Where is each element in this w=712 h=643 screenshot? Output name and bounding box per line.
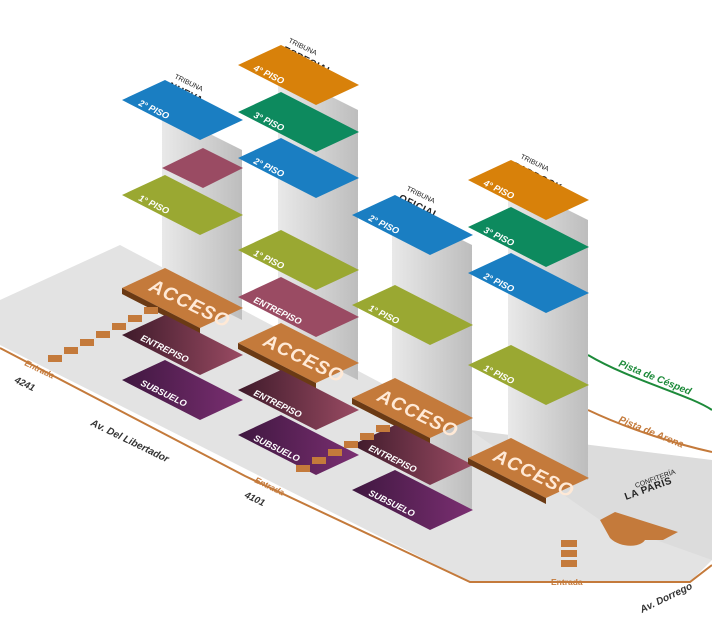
nueva-mid-slab: [162, 148, 243, 188]
street-line-libertador: [0, 347, 712, 583]
oficial-piso1[interactable]: [352, 285, 473, 345]
confiteria-la-paris: [600, 512, 678, 546]
especial-subsuelo[interactable]: [238, 415, 359, 475]
especial-entrepiso-top[interactable]: [238, 277, 359, 337]
especial-piso1[interactable]: [238, 230, 359, 290]
av-dorrego-label: Av. Dorrego: [638, 581, 695, 616]
especial-acceso[interactable]: [238, 323, 359, 383]
nueva-acceso-edge: [122, 288, 200, 334]
paddock-piso4[interactable]: [468, 160, 589, 220]
oficial-subsuelo[interactable]: [352, 470, 473, 530]
paddock-piso3[interactable]: [468, 207, 589, 267]
pista-arena-label: Pista de Arena: [617, 415, 686, 451]
nueva-entrepiso[interactable]: [122, 315, 243, 375]
entrada-mid-number: 4101: [242, 489, 267, 509]
especial-piso3[interactable]: [238, 92, 359, 152]
oficial-entrepiso[interactable]: [352, 425, 473, 485]
tribuna-paddock: TRIBUNA PADDOCK 4° PISO 3° PISO 2° PISO …: [468, 154, 589, 504]
entrada-bottom-label: Entrada: [551, 577, 583, 587]
paddock-acceso[interactable]: [468, 438, 589, 498]
oficial-piso2[interactable]: [352, 195, 473, 255]
oficial-acceso-edge: [352, 398, 430, 444]
pista-cesped-line: [587, 354, 712, 411]
paddock-piso2[interactable]: [468, 253, 589, 313]
nueva-piso2[interactable]: [122, 80, 243, 140]
stairs-left: [48, 307, 158, 362]
pista-cesped-label: Pista de Césped: [617, 359, 694, 398]
especial-acceso-edge: [238, 343, 316, 389]
entrada-left-number: 4241: [12, 374, 37, 394]
nueva-acceso[interactable]: [122, 268, 243, 328]
especial-entrepiso[interactable]: [238, 370, 359, 430]
paddock-piso1[interactable]: [468, 345, 589, 405]
especial-piso2[interactable]: [238, 138, 359, 198]
paddock-acceso-edge: [468, 458, 546, 504]
stairs-bottom: [561, 540, 577, 567]
oficial-acceso[interactable]: [352, 378, 473, 438]
stairs-mid: [296, 425, 390, 472]
especial-piso4[interactable]: [238, 45, 359, 105]
nueva-piso1[interactable]: [122, 175, 243, 235]
pista-arena-line: [587, 409, 712, 453]
nueva-subsuelo[interactable]: [122, 360, 243, 420]
